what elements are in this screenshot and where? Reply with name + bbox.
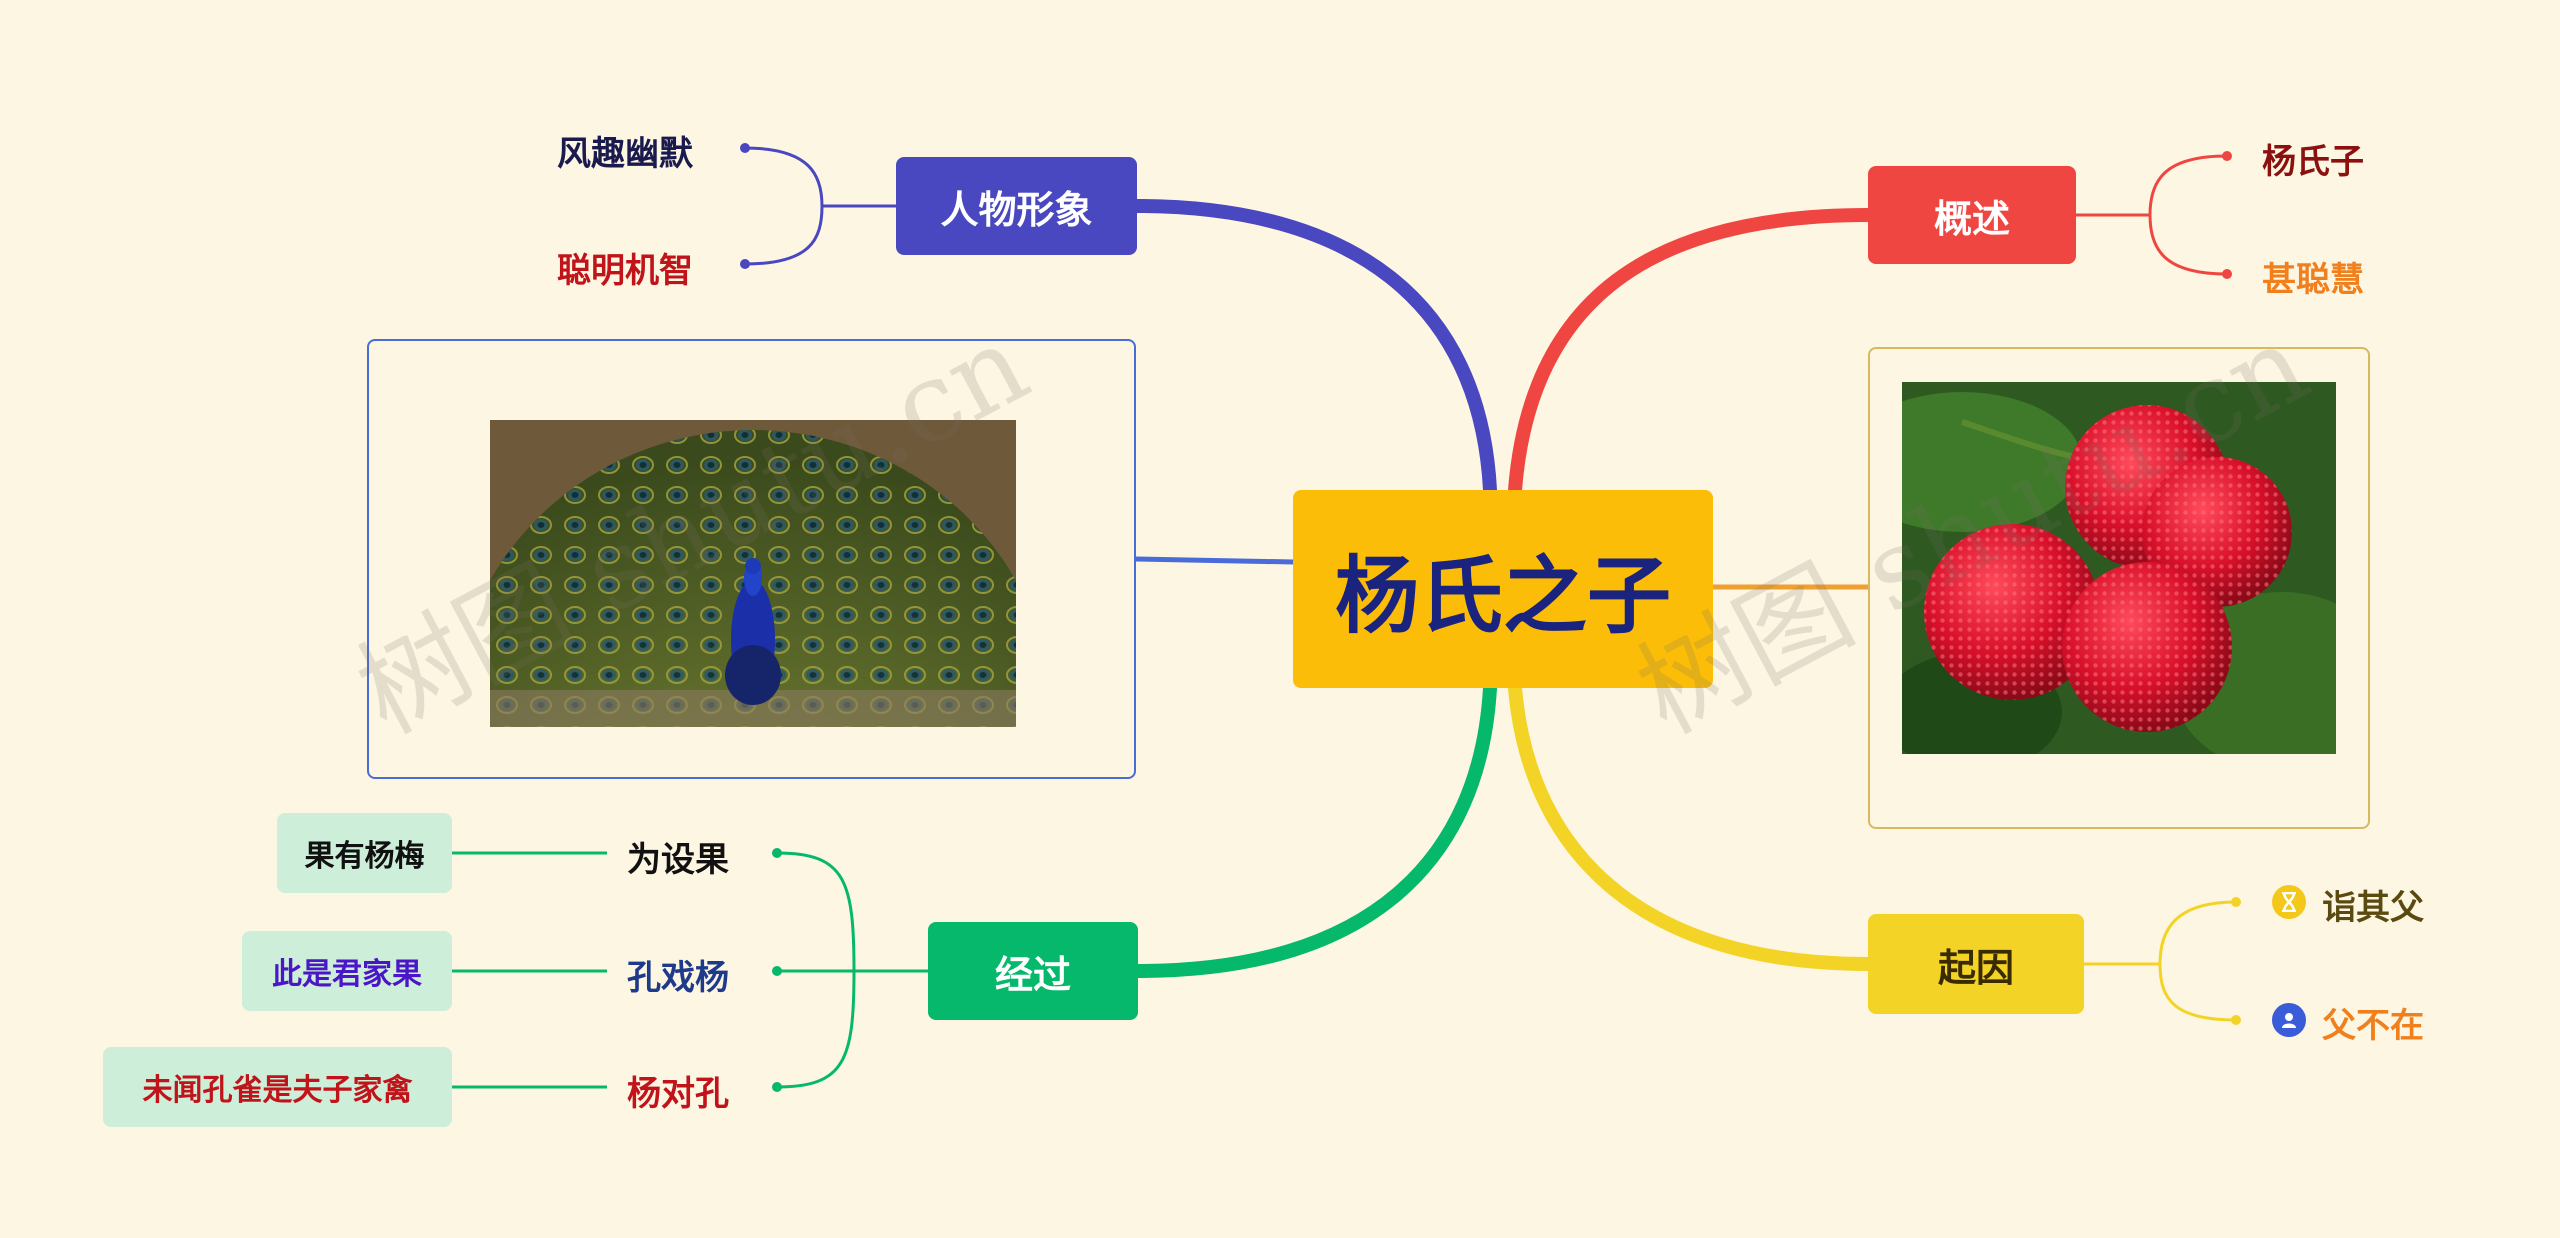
leaf-jingguo-2[interactable]: 孔戏杨 <box>627 958 729 998</box>
branch-jingguo[interactable]: 经过 <box>928 922 1138 1020</box>
detail-jingguo-3[interactable]: 未闻孔雀是夫子家禽 <box>103 1047 452 1127</box>
branch-gaishu[interactable]: 概述 <box>1868 166 2076 264</box>
edge-qiyin-dot-2 <box>2231 1015 2241 1025</box>
leaf-qiyin-2[interactable]: 父不在 <box>2322 1006 2424 1046</box>
edge-jingguo-dot-1 <box>772 848 782 858</box>
leaf-jingguo-1[interactable]: 为设果 <box>627 840 729 880</box>
bayberries-image <box>1902 382 2336 754</box>
edge-qiyin-dot-1 <box>2231 897 2241 907</box>
root-topic[interactable]: 杨氏之子 <box>1293 490 1713 688</box>
edge-jingguo-dot-2 <box>772 966 782 976</box>
edge-jingguo-dot-3 <box>772 1082 782 1092</box>
edge-qiyin-bracket <box>2084 900 2237 1022</box>
edge-root-renwu <box>1130 199 1497 497</box>
user-icon <box>2272 1003 2306 1037</box>
edge-root-gaishu <box>1508 208 1875 497</box>
edge-jingguo-bracket <box>776 851 928 1089</box>
image-frame-bayberries <box>1868 347 2370 829</box>
edge-gaishu-dot-2 <box>2222 269 2232 279</box>
edge-root-jingguo <box>1131 681 1497 978</box>
edge-renwu-dot-2 <box>740 259 750 269</box>
leaf-gaishu-2[interactable]: 甚聪慧 <box>2262 260 2364 300</box>
leaf-jingguo-3[interactable]: 杨对孔 <box>627 1074 729 1114</box>
edge-gaishu-bracket <box>2076 154 2228 276</box>
detail-jingguo-1[interactable]: 果有杨梅 <box>277 813 452 893</box>
hourglass-icon <box>2272 885 2306 919</box>
edge-root-image-left <box>1135 556 1294 565</box>
detail-jingguo-2[interactable]: 此是君家果 <box>242 931 452 1011</box>
leaf-renwu-1[interactable]: 风趣幽默 <box>557 134 693 174</box>
edge-gaishu-dot-1 <box>2222 151 2232 161</box>
edge-renwu-bracket <box>744 146 896 266</box>
branch-renwu[interactable]: 人物形象 <box>896 157 1137 255</box>
image-frame-peacock <box>367 339 1136 779</box>
peacock-image <box>490 420 1016 727</box>
branch-qiyin[interactable]: 起因 <box>1868 914 2084 1014</box>
edge-root-qiyin <box>1508 681 1875 971</box>
edge-renwu-dot-1 <box>740 143 750 153</box>
leaf-renwu-2[interactable]: 聪明机智 <box>557 251 693 291</box>
leaf-gaishu-1[interactable]: 杨氏子 <box>2262 142 2364 182</box>
leaf-qiyin-1[interactable]: 诣其父 <box>2322 888 2424 928</box>
